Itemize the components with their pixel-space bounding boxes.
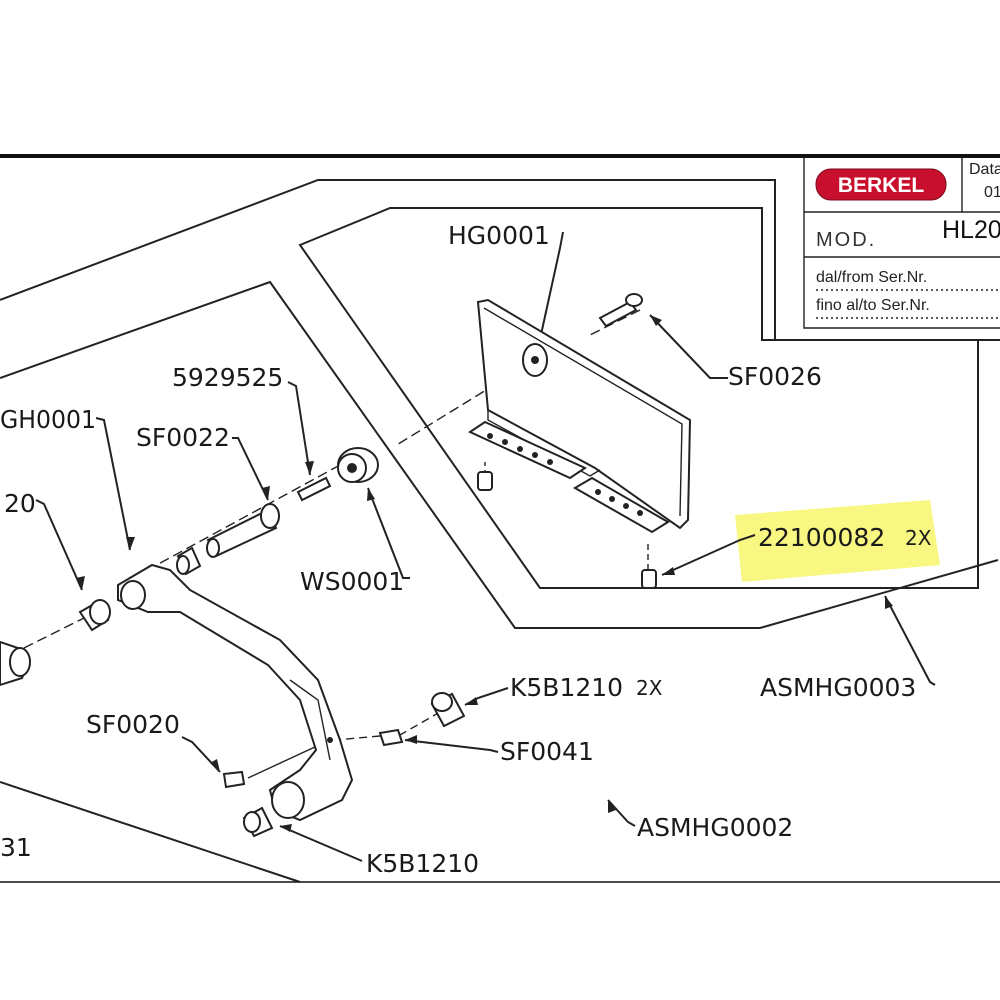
to-serial-label: fino al/to Ser.Nr. (816, 297, 930, 314)
left-part (0, 640, 32, 687)
mod-value: HL20 (942, 216, 1000, 244)
guard-plate (467, 298, 692, 534)
header-value: 01 (984, 184, 1000, 201)
label-k5b1210-upper-qty: 2X (636, 676, 663, 700)
label-22100082: 22100082 (758, 523, 885, 552)
arm-gh0001 (117, 563, 354, 822)
arrowheads (76, 315, 893, 832)
bushing (176, 546, 202, 576)
berkel-logo (815, 168, 947, 201)
label-5929525: 5929525 (172, 363, 283, 392)
label-k5b1210-lower: K5B1210 (366, 849, 479, 878)
washer-ws0001 (337, 447, 379, 483)
header-label: Data (969, 161, 1000, 178)
label-k5b1210-upper: K5B1210 (510, 673, 623, 702)
assembly-boundaries (0, 179, 1000, 883)
label-hg0001: HG0001 (448, 221, 550, 250)
pin-5929525 (296, 476, 332, 502)
label-ws0001: WS0001 (300, 567, 404, 596)
label-asmhg0003: ASMHG0003 (760, 673, 916, 702)
screw-sf0041 (378, 728, 404, 747)
brand-logo-text: BERKEL (838, 174, 925, 197)
bolt-left (477, 471, 493, 491)
shaft-sf0022 (206, 503, 280, 558)
label-31: 31 (0, 833, 32, 862)
label-20: 20 (4, 489, 36, 518)
label-asmhg0002: ASMHG0002 (637, 813, 793, 842)
bolt-22100082 (641, 569, 657, 589)
mod-label: MOD. (816, 229, 876, 251)
label-sf0020: SF0020 (86, 710, 180, 739)
bushing-k5b1210-upper (430, 692, 466, 728)
label-22100082-qty: 2X (905, 526, 932, 550)
spacer-20 (78, 599, 111, 632)
screw-sf0026 (598, 293, 643, 328)
from-serial-label: dal/from Ser.Nr. (816, 269, 927, 286)
label-gh0001: GH0001 (0, 405, 96, 434)
label-sf0041: SF0041 (500, 737, 594, 766)
label-sf0026: SF0026 (728, 362, 822, 391)
title-block: BERKEL Data 01 MOD. HL20 dal/from Ser.Nr… (803, 158, 1000, 329)
screw-sf0020 (222, 770, 246, 789)
highlight-mark (735, 500, 940, 582)
label-sf0022: SF0022 (136, 423, 230, 452)
bushing-k5b1210-lower (242, 806, 274, 838)
